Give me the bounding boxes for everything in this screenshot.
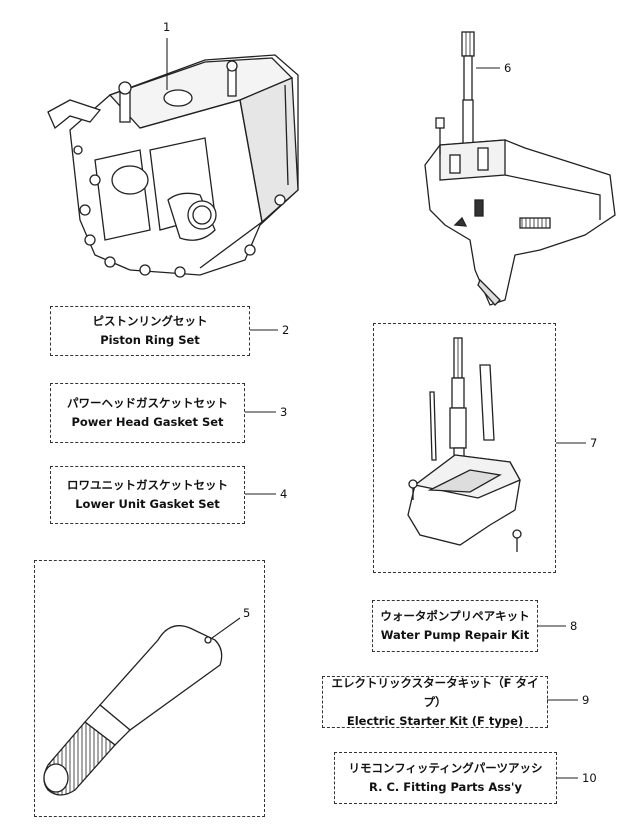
kit-lower-unit-gasket-en: Lower Unit Gasket Set <box>75 497 220 511</box>
kit-piston-ring-set: ピストンリングセット Piston Ring Set <box>50 306 250 356</box>
callout-2: 2 <box>282 323 290 337</box>
kit-water-pump-repair: ウォータポンプリペアキット Water Pump Repair Kit <box>372 600 538 652</box>
power-head-illustration <box>47 54 299 278</box>
lower-unit-illustration <box>424 117 616 306</box>
callout-7: 7 <box>590 436 598 450</box>
kit-piston-ring-en: Piston Ring Set <box>100 333 200 347</box>
callout-6: 6 <box>504 61 512 75</box>
callout-9: 9 <box>582 693 590 707</box>
kit-power-head-gasket-ja: パワーヘッドガスケットセット <box>67 396 228 410</box>
kit-water-pump-repair-ja: ウォータポンプリペアキット <box>380 609 530 623</box>
kit-lower-unit-gasket-ja: ロワユニットガスケットセット <box>67 478 228 492</box>
callout-3: 3 <box>280 405 288 419</box>
callout-1: 1 <box>163 20 171 34</box>
kit-electric-starter-en: Electric Starter Kit (F type) <box>346 713 524 728</box>
callout-5: 5 <box>243 606 251 620</box>
kit-electric-starter-ja: エレクトリックスタータキット（F タイプ） <box>331 675 539 709</box>
frame-part-7 <box>373 323 556 573</box>
kit-water-pump-repair-en: Water Pump Repair Kit <box>380 628 530 642</box>
handle-tool-illustration <box>43 625 223 796</box>
callout-8: 8 <box>570 619 578 633</box>
kit-electric-starter: エレクトリックスタータキット（F タイプ） Electric Starter K… <box>322 676 548 728</box>
kit-rc-fitting-parts: リモコンフィッティングパーツアッシ R. C. Fitting Parts As… <box>334 752 557 804</box>
leader-lines <box>166 38 586 779</box>
kit-power-head-gasket-set: パワーヘッドガスケットセット Power Head Gasket Set <box>50 383 245 443</box>
callout-10: 10 <box>582 771 597 785</box>
frame-part-5 <box>34 560 265 817</box>
kit-power-head-gasket-en: Power Head Gasket Set <box>71 415 224 429</box>
kit-rc-fitting-en: R. C. Fitting Parts Ass'y <box>369 780 522 794</box>
kit-piston-ring-ja: ピストンリングセット <box>92 314 208 328</box>
kit-rc-fitting-ja: リモコンフィッティングパーツアッシ <box>348 761 543 775</box>
kit-lower-unit-gasket-set: ロワユニットガスケットセット Lower Unit Gasket Set <box>50 466 245 524</box>
callout-4: 4 <box>280 487 288 501</box>
water-pump-assembly-illustration <box>407 337 522 552</box>
drive-shaft-illustration <box>461 31 475 149</box>
